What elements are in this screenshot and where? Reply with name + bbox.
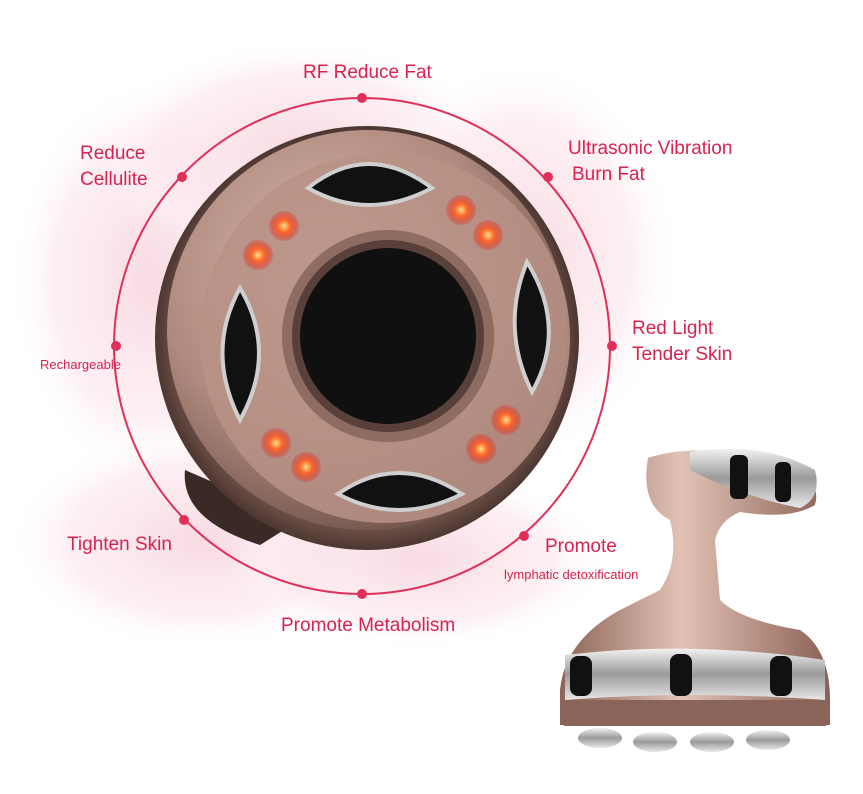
label-rf-reduce-fat: RF Reduce Fat — [303, 62, 432, 83]
left-pad — [220, 283, 261, 425]
label-ultrasonic-line1: Ultrasonic Vibration — [568, 138, 733, 159]
feature-dots — [111, 93, 617, 599]
label-reduce-cellulite: Reduce Cellulite — [80, 141, 148, 193]
label-red-light-line2: Tender Skin — [632, 344, 733, 365]
label-red-light: Red Light Tender Skin — [632, 316, 732, 368]
label-reduce-cellulite-line1: Reduce — [80, 143, 146, 164]
center-electrode — [300, 248, 476, 424]
device-side-view — [560, 448, 830, 752]
red-leds — [243, 195, 521, 482]
label-promote-metabolism: Promote Metabolism — [281, 615, 456, 636]
label-rechargeable: Rechargeable — [40, 357, 121, 372]
label-lymphatic: lymphatic detoxification — [504, 567, 639, 582]
label-tighten-skin: Tighten Skin — [67, 534, 172, 555]
device-head — [155, 126, 579, 550]
right-pad — [512, 257, 551, 397]
label-red-light-line1: Red Light — [632, 318, 714, 339]
label-promote: Promote — [545, 536, 617, 557]
top-pad — [304, 162, 436, 207]
label-ultrasonic-line2: Burn Fat — [572, 164, 645, 185]
label-reduce-cellulite-line2: Cellulite — [80, 169, 148, 190]
label-ultrasonic: Ultrasonic Vibration Burn Fat — [568, 136, 732, 188]
bottom-pad — [334, 471, 467, 512]
